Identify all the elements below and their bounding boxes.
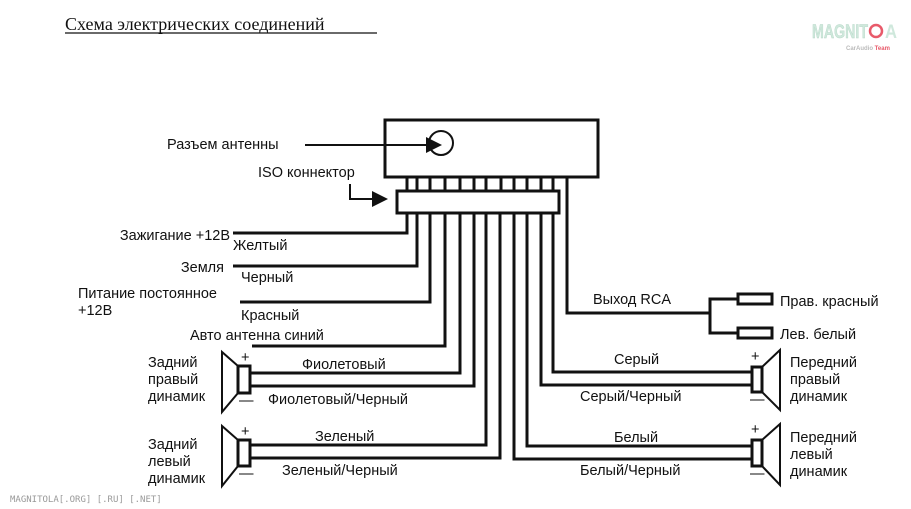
rca-left-label: Лев. белый bbox=[780, 327, 856, 343]
rear-right-label-1: Задний bbox=[148, 355, 198, 371]
front-left-label-3: динамик bbox=[790, 464, 848, 480]
rear-left-label-3: динамик bbox=[148, 471, 206, 487]
rear-left-speaker-icon bbox=[221, 423, 252, 489]
rear-right-label-2: правый bbox=[148, 372, 198, 388]
svg-text:MAGNIT: MAGNIT bbox=[812, 22, 868, 43]
front-right-label-2: правый bbox=[790, 372, 840, 388]
red-label: Красный bbox=[241, 308, 299, 324]
iso-pointer bbox=[349, 184, 388, 207]
rear-right-label-3: динамик bbox=[148, 389, 206, 405]
green-label: Зеленый bbox=[315, 429, 374, 445]
wire-front-right-minus bbox=[539, 213, 752, 387]
wire-rear-left-minus bbox=[250, 213, 502, 460]
white-black-label: Белый/Черный bbox=[580, 463, 680, 479]
wire-rear-right-minus bbox=[250, 213, 476, 388]
front-left-label-2: левый bbox=[790, 447, 833, 463]
wire-rear-left-plus bbox=[250, 213, 488, 447]
rca-plug-left bbox=[736, 326, 774, 340]
rca-label: Выход RCA bbox=[593, 292, 671, 308]
antenna-socket bbox=[428, 130, 454, 156]
wire-ground bbox=[233, 213, 419, 268]
front-right-label-1: Передний bbox=[790, 355, 857, 371]
head-unit-box bbox=[383, 118, 600, 179]
grey-black-label: Серый/Черный bbox=[580, 389, 681, 405]
violet-label: Фиолетовый bbox=[302, 357, 386, 373]
front-left-label-1: Передний bbox=[790, 430, 857, 446]
green-black-label: Зеленый/Черный bbox=[282, 463, 398, 479]
auto-antenna-label: Авто антенна синий bbox=[190, 328, 324, 344]
black-label: Черный bbox=[241, 270, 293, 286]
ground-label: Земля bbox=[181, 260, 224, 276]
rear-left-label-1: Задний bbox=[148, 437, 198, 453]
rear-left-minus: — bbox=[239, 466, 254, 482]
front-right-label-3: динамик bbox=[790, 389, 848, 405]
wire-front-right-plus bbox=[551, 213, 752, 374]
ignition-label: Зажигание +12В bbox=[120, 228, 230, 244]
svg-text:A: A bbox=[885, 22, 897, 43]
antenna-label: Разъем антенны bbox=[167, 137, 279, 153]
wire-constant-power bbox=[240, 213, 432, 304]
rear-left-label-2: левый bbox=[148, 454, 191, 470]
wire-front-left-minus bbox=[512, 213, 752, 461]
wire-auto-antenna bbox=[252, 213, 447, 348]
iso-connector bbox=[395, 189, 561, 215]
rca-split bbox=[708, 297, 738, 335]
wire-rear-right-plus bbox=[250, 213, 462, 375]
diagram-title: Схема электрических соединений bbox=[65, 14, 325, 34]
wire-front-left-plus bbox=[525, 213, 752, 448]
watermark: MAGNITOLA[.ORG] [.RU] [.NET] bbox=[10, 495, 162, 505]
front-left-plus: + bbox=[751, 422, 759, 438]
iso-label: ISO коннектор bbox=[258, 165, 355, 181]
rear-left-plus: + bbox=[241, 424, 249, 440]
grey-label: Серый bbox=[614, 352, 659, 368]
magnitola-logo: MAGNIT A CarAudio Team bbox=[812, 22, 897, 52]
svg-text:CarAudio Team: CarAudio Team bbox=[846, 46, 890, 52]
front-right-plus: + bbox=[751, 349, 759, 365]
constant-power-voltage: +12В bbox=[78, 303, 112, 319]
rear-right-minus: — bbox=[239, 393, 254, 409]
front-left-speaker-icon bbox=[750, 421, 781, 488]
wire-ignition bbox=[233, 213, 409, 235]
yellow-label: Желтый bbox=[233, 238, 287, 254]
front-left-minus: — bbox=[750, 466, 765, 482]
constant-power-label: Питание постоянное bbox=[78, 286, 217, 302]
wire-rca bbox=[565, 177, 710, 315]
connector-pins bbox=[405, 177, 555, 191]
rear-right-plus: + bbox=[241, 350, 249, 366]
rca-right-label: Прав. красный bbox=[780, 294, 879, 310]
violet-black-label: Фиолетовый/Черный bbox=[268, 392, 408, 408]
rca-plug-right bbox=[736, 292, 774, 306]
rear-right-speaker-icon bbox=[221, 349, 252, 415]
white-label: Белый bbox=[614, 430, 658, 446]
front-right-speaker-icon bbox=[750, 347, 781, 413]
front-right-minus: — bbox=[750, 392, 765, 408]
